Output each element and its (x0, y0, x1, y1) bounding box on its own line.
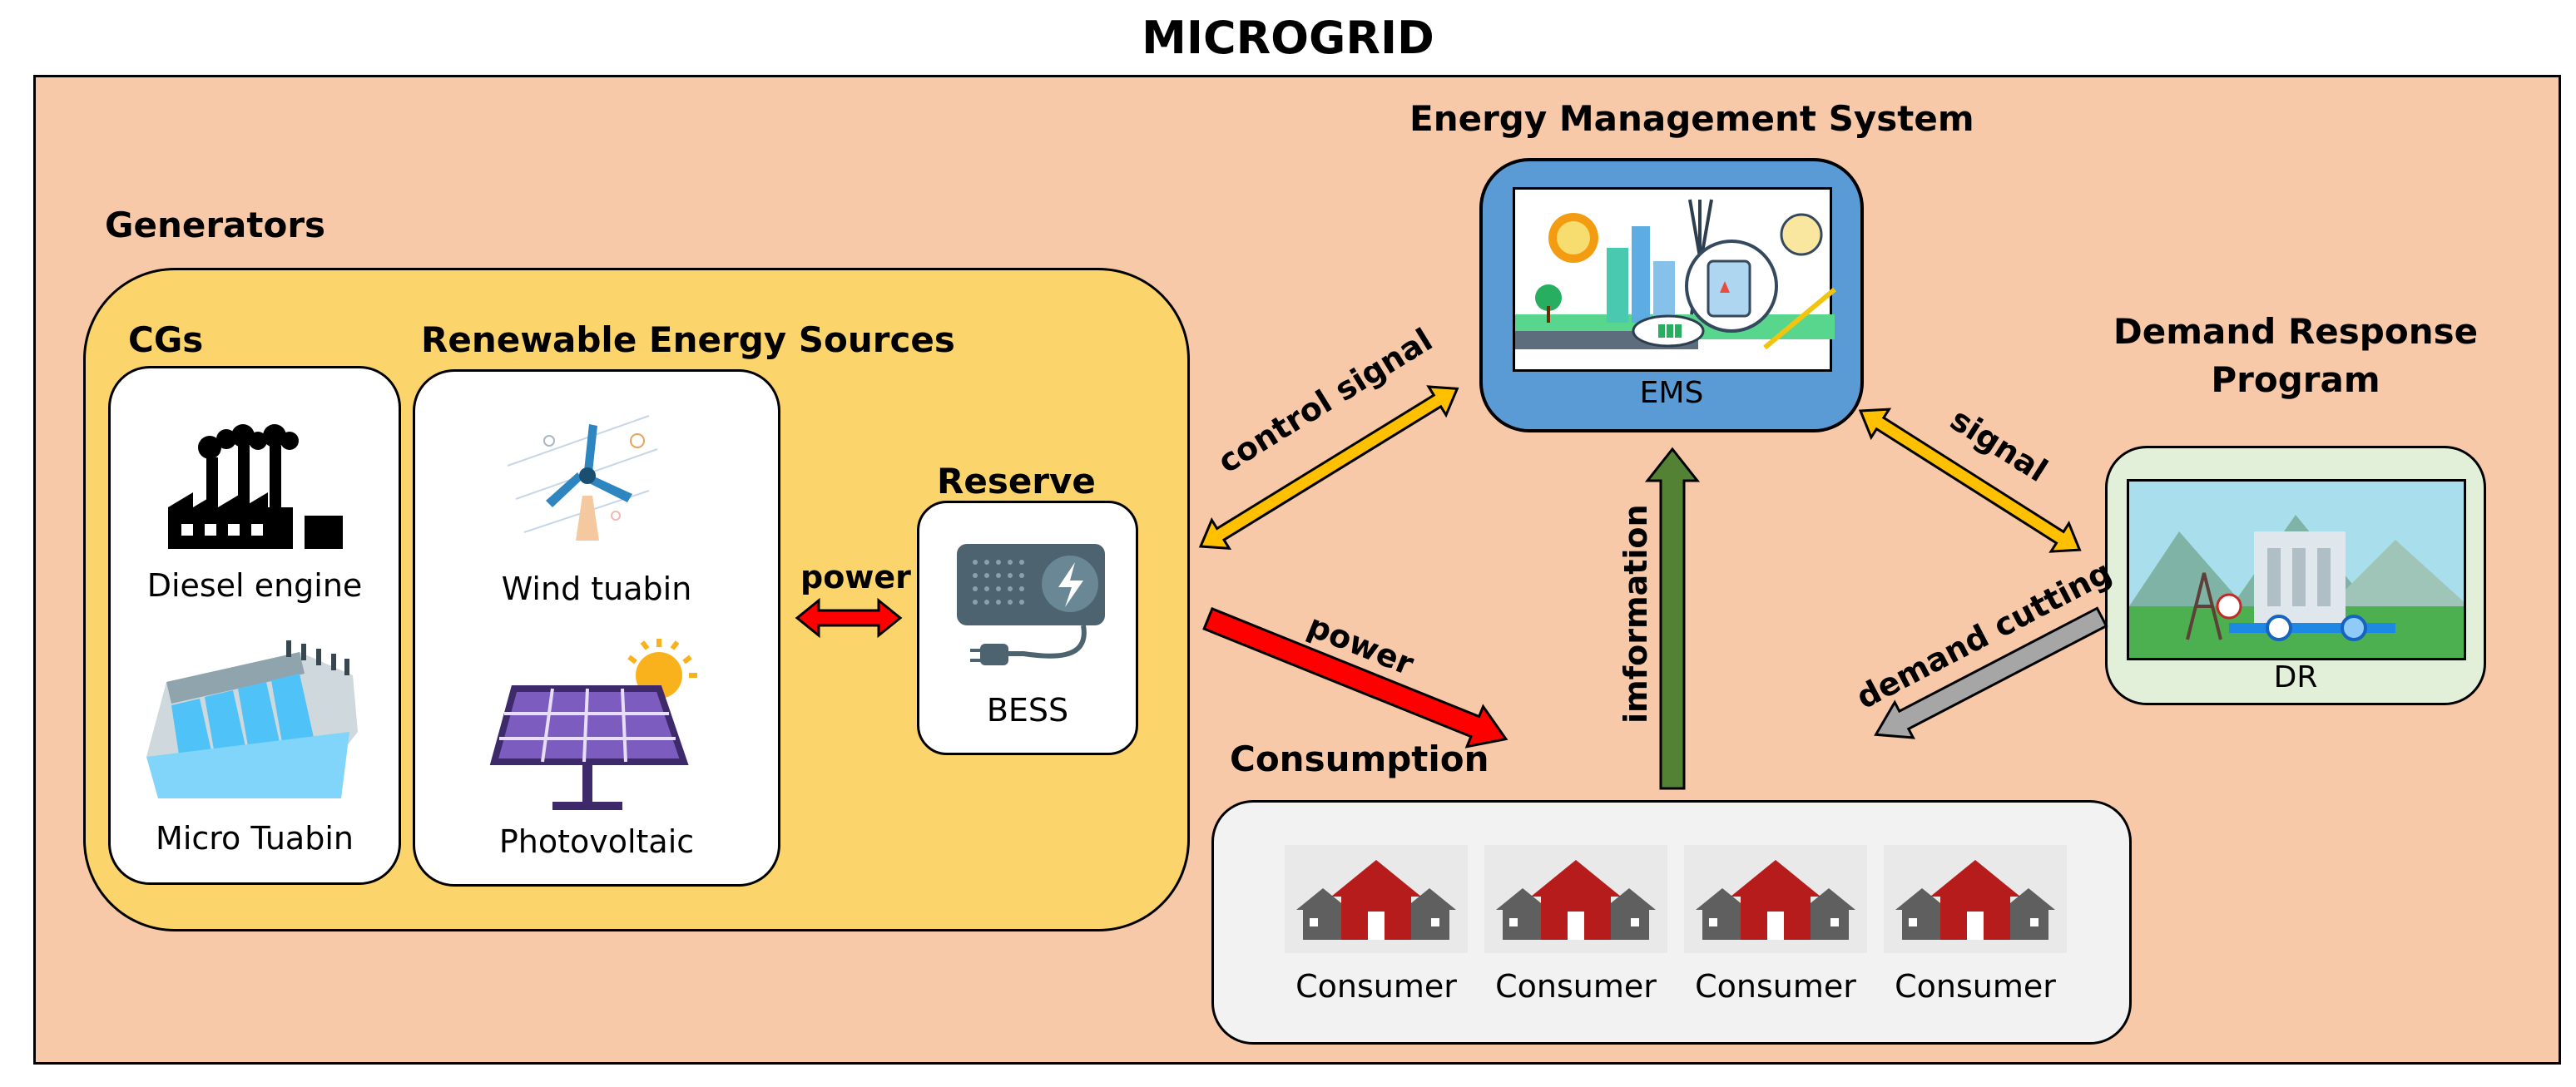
power-plant-icon (2127, 479, 2466, 660)
res-heading: Renewable Energy Sources (421, 319, 955, 360)
reserve-heading: Reserve (937, 461, 1096, 502)
consumer-label: Consumer (1695, 968, 1856, 1005)
cgs-box (108, 366, 401, 885)
power-reserve-label: power (800, 559, 911, 595)
dr-heading-line1: Demand Response (2113, 311, 2479, 352)
dr-heading-line2: Program (2211, 359, 2380, 400)
diagram-title: MICROGRID (1142, 12, 1434, 64)
cg-label-diesel: Diesel engine (146, 567, 363, 604)
smart-city-icon (1513, 187, 1836, 372)
cg-label-micro-turbine: Micro Tuabin (156, 820, 354, 857)
res-label-wind: Wind tuabin (501, 571, 692, 607)
information-label: imformation (1617, 504, 1654, 724)
reserve-label-bess: BESS (986, 692, 1069, 729)
generators-heading: Generators (105, 205, 326, 245)
consumer-label: Consumer (1495, 968, 1657, 1005)
res-box (413, 369, 780, 887)
consumer-label: Consumer (1295, 968, 1457, 1005)
cgs-heading: CGs (128, 319, 204, 360)
ems-heading: Energy Management System (1409, 98, 1974, 139)
consumer-label: Consumer (1895, 968, 2056, 1005)
consumption-heading: Consumption (1230, 739, 1489, 779)
dr-label: DR (2273, 660, 2318, 694)
ems-label: EMS (1639, 376, 1704, 410)
consumption-box (1211, 800, 2132, 1045)
res-label-photovoltaic: Photovoltaic (498, 823, 695, 860)
